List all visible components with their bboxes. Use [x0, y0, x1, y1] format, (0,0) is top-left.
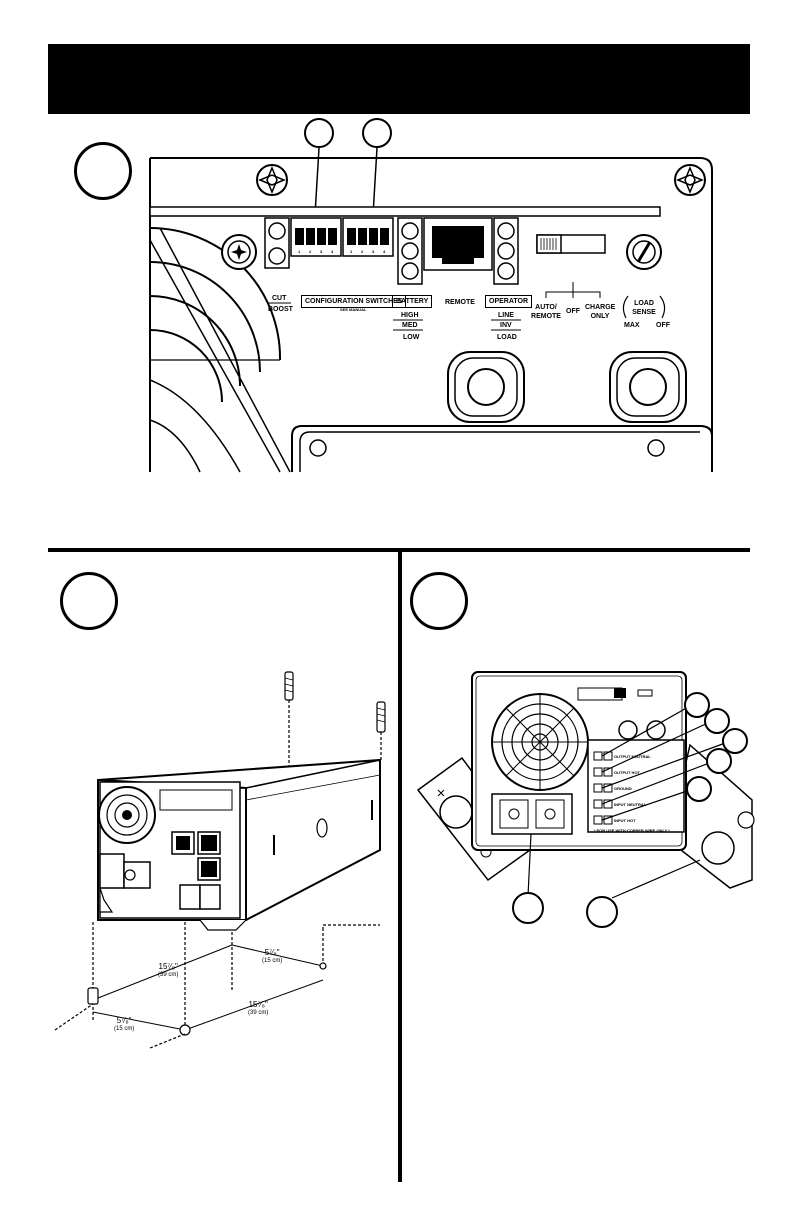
label-config-sub: SEE MANUAL — [340, 307, 367, 312]
switch-num-b1: 1 — [350, 249, 353, 254]
switch-num-b2: 2 — [361, 249, 364, 254]
terminal-label-4: INPUT NEUTRAL — [614, 802, 647, 807]
callout-circle-terminal-2 — [704, 708, 730, 734]
terminal-label-2: OUTPUT HOT — [614, 770, 640, 775]
callout-circle-outlet — [512, 892, 544, 924]
control-panel-drawing — [149, 147, 713, 473]
callout-circle-terminal-4 — [706, 748, 732, 774]
label-cut: CUT — [272, 295, 287, 302]
label-high: HIGH — [401, 312, 419, 319]
label-max: MAX — [624, 322, 640, 329]
header-banner — [48, 44, 750, 114]
label-line: LINE — [498, 312, 514, 319]
label-inv: INV — [500, 322, 512, 329]
label-off-2: OFF — [656, 322, 670, 329]
label-load: LOAD — [497, 334, 517, 341]
label-charge-only: CHARGE ONLY — [585, 304, 616, 320]
callout-circle-b — [362, 118, 392, 148]
terminal-note: * FOR USE WITH COPPER WIRE ONLY * — [594, 828, 670, 833]
terminal-label-3: GROUND — [614, 786, 632, 791]
label-config-switches: CONFIGURATION SWITCHES — [301, 295, 407, 308]
dim-label-4: 15⁷⁄₈"(39 cm) — [248, 1000, 269, 1016]
label-operator: OPERATOR — [485, 295, 533, 308]
callout-circle-a — [304, 118, 334, 148]
label-remote: REMOTE — [445, 299, 475, 306]
callout-circle-terminal-5 — [686, 776, 712, 802]
label-off: OFF — [566, 308, 580, 315]
dim-label-1: 5⁷⁄₈"(15 cm) — [262, 948, 283, 964]
label-low: LOW — [403, 334, 420, 341]
callout-circle-cover — [586, 896, 618, 928]
switch-num-a4: 4 — [331, 249, 334, 254]
label-boost: BOOST — [268, 306, 293, 313]
switch-num-a2: 2 — [309, 249, 312, 254]
dim-label-3: 5⁷⁄₈"(15 cm) — [114, 1016, 135, 1032]
label-med: MED — [402, 322, 418, 329]
column-divider — [398, 550, 402, 1182]
dim-label-2: 15⁷⁄₈"(39 cm) — [158, 962, 179, 978]
switch-num-a1: 1 — [298, 249, 301, 254]
step-circle-1 — [74, 142, 132, 200]
terminal-label-5: INPUT HOT — [614, 818, 636, 823]
switch-num-a3: 3 — [320, 249, 323, 254]
switch-num-b3: 3 — [372, 249, 375, 254]
switch-num-b4: 4 — [383, 249, 386, 254]
step-circle-2 — [60, 572, 118, 630]
terminal-label-1: OUTPUT NEUTRAL — [614, 754, 651, 759]
label-battery: BATTERY — [392, 295, 433, 308]
label-load-sense: LOAD SENSE — [632, 300, 656, 316]
label-auto-remote: AUTO/ REMOTE — [531, 304, 561, 320]
step-circle-3 — [410, 572, 468, 630]
